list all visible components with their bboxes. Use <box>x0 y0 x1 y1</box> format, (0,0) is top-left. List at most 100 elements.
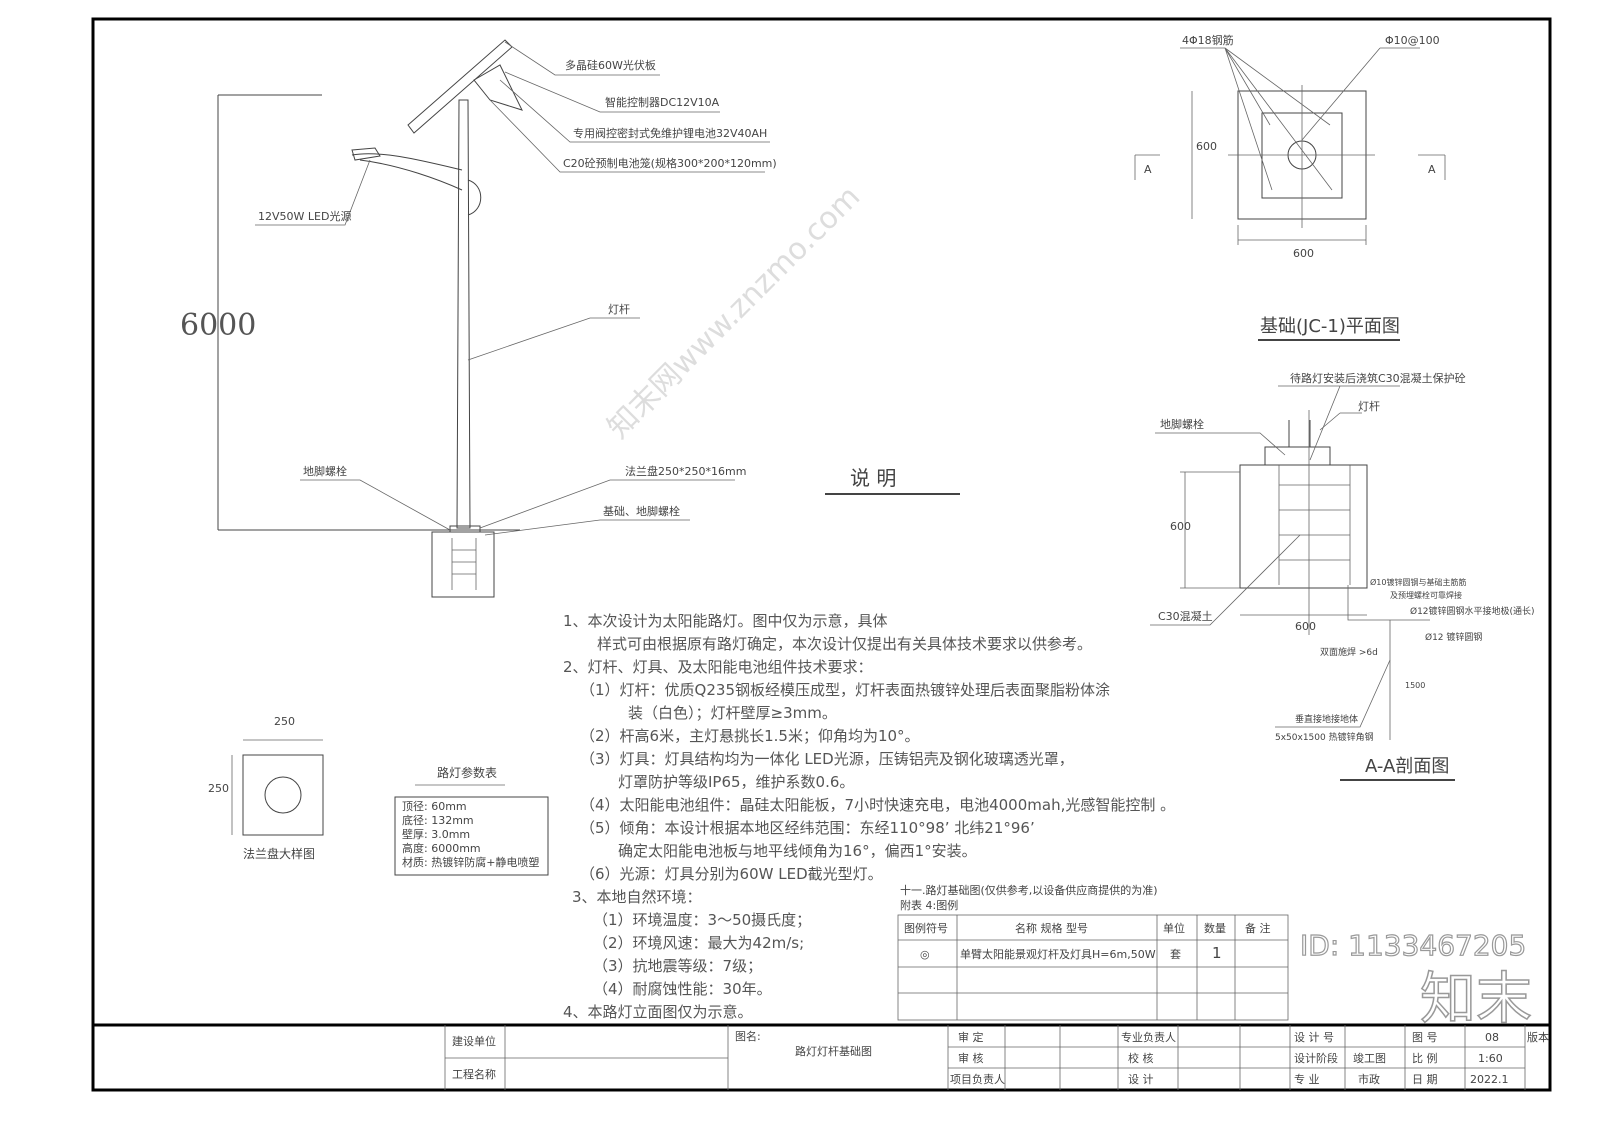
note-line: （5）倾角：本设计根据本地区经纬范围：东经110°98’ 北纬21°96’ <box>580 819 1035 837</box>
label-electrode: 垂直接地接地体 <box>1295 713 1358 725</box>
label-protect: 待路灯安装后浇筑C30混凝土保护砼 <box>1290 371 1466 385</box>
date-label: 日 期 <box>1412 1073 1438 1086</box>
note-line: 灯罩防护等级IP65，维护系数0.6。 <box>618 773 854 791</box>
discipline-lead-label: 专业负责人 <box>1121 1030 1176 1044</box>
param-row: 顶径: 60mm <box>402 800 467 813</box>
flange-title: 法兰盘大样图 <box>243 846 315 861</box>
plan-dim-side: 600 <box>1196 140 1217 153</box>
watermark-id: ID: 1133467205 <box>1300 929 1526 962</box>
note-line: （4）耐腐蚀性能：30年。 <box>593 980 772 998</box>
label-battery: 专用阀控密封式免维护锂电池32V40AH <box>573 126 767 140</box>
param-row: 高度: 6000mm <box>402 841 481 855</box>
param-row: 材质: 热镀锌防腐+静电喷塑 <box>402 855 539 869</box>
date-value: 2022.1 <box>1470 1073 1509 1086</box>
legend-cell: ◎ <box>920 948 930 961</box>
label-weld: 双面施焊 >6d <box>1320 646 1378 658</box>
legend-header: 数量 <box>1204 922 1226 935</box>
legend-cell: 单臂太阳能景观灯杆及灯具H=6m,50W <box>960 947 1156 961</box>
design-stage-label: 设计阶段 <box>1294 1051 1338 1065</box>
label-pole: 灯杆 <box>608 302 630 316</box>
title-block: 建设单位 工程名称 图名: 路灯灯杆基础图 审 定 审 核 项目负责人 专业负责… <box>93 1023 1550 1090</box>
note-line: 2、灯杆、灯具、及太阳能电池组件技术要求： <box>563 658 873 676</box>
label-section-pole: 灯杆 <box>1358 399 1380 413</box>
flange-dim-top: 250 <box>274 715 295 728</box>
legend-caption: 十一.路灯基础图(仅供参考,以设备供应商提供的为准) <box>900 883 1158 897</box>
label-led: 12V50W LED光源 <box>258 209 351 223</box>
watermark: 知末网www.znzmo.com ID: 1133467205 知末 <box>601 179 1533 1032</box>
note-line: 1、本次设计为太阳能路灯。图中仅为示意，具体 <box>563 612 888 630</box>
legend-cell: 套 <box>1170 948 1181 961</box>
note-line: 3、本地自然环境： <box>572 888 702 906</box>
review-label: 审 核 <box>958 1051 984 1065</box>
label-ground-h: Ø12镀锌圆钢水平接地极(通长) <box>1410 605 1535 617</box>
section-dim-height: 600 <box>1170 520 1191 533</box>
label-concrete: C30混凝土 <box>1158 609 1213 623</box>
params-table: 路灯参数表 顶径: 60mm 底径: 132mm 壁厚: 3.0mm 高度: 6… <box>394 765 549 876</box>
note-line: （1）环境温度：3～50摄氏度； <box>593 911 811 929</box>
section-mark-left: A <box>1144 163 1152 176</box>
version-label: 版本 <box>1527 1030 1549 1044</box>
discipline-label: 专 业 <box>1294 1072 1320 1086</box>
section-dim-width: 600 <box>1295 620 1316 633</box>
note-line: 样式可由根据原有路灯确定，本次设计仅提出有关具体技术要求以供参考。 <box>597 635 1092 653</box>
section-title: A-A剖面图 <box>1365 756 1449 777</box>
watermark-text: 知末网www.znzmo.com <box>601 179 867 445</box>
note-line: （3）灯具：灯具结构均为一体化 LED光源，压铸铝壳及钢化玻璃透光罩， <box>580 750 1074 768</box>
legend-header: 备 注 <box>1245 921 1271 935</box>
scale-label: 比 例 <box>1412 1051 1438 1065</box>
scale-value: 1:60 <box>1478 1052 1503 1065</box>
note-line: （2）杆高6米，主灯悬挑长1.5米；仰角均为10°。 <box>580 727 920 745</box>
design-notes: 说 明 1、本次设计为太阳能路灯。图中仅为示意，具体 样式可由根据原有路灯确定，… <box>563 466 1175 1021</box>
note-line: 装（白色）；灯杆壁厚≥3mm。 <box>628 704 837 722</box>
label-stirrup: Φ10@100 <box>1385 34 1440 47</box>
legend-header: 名称 规格 型号 <box>1015 921 1088 935</box>
project-label: 工程名称 <box>452 1067 496 1081</box>
flange-dim-side: 250 <box>208 782 229 795</box>
watermark-logo: 知末 <box>1420 967 1532 1032</box>
params-title: 路灯参数表 <box>437 765 497 780</box>
flange-detail: 250 250 法兰盘大样图 <box>208 715 324 861</box>
label-battery-box: C20砼预制电池笼(规格300*200*120mm) <box>563 156 777 170</box>
note-line: （6）光源：灯具分别为60W LED截光型灯。 <box>580 865 883 883</box>
note-line: （1）灯杆：优质Q235钢板经模压成型，灯杆表面热镀锌处理后表面聚脂粉体涂 <box>580 681 1110 699</box>
section-mark-right: A <box>1428 163 1436 176</box>
design-no-label: 设 计 号 <box>1294 1031 1334 1044</box>
label-controller: 智能控制器DC12V10A <box>605 95 720 109</box>
label-ground-v: Ø12 镀锌圆钢 <box>1425 631 1482 643</box>
drawing-frame <box>91 17 1552 1092</box>
note-line: （2）环境风速：最大为42m/s; <box>593 934 804 952</box>
notes-heading: 说 明 <box>850 466 896 490</box>
label-rebar-note2: 及预埋螺栓可靠焊接 <box>1390 590 1462 600</box>
label-section-bolt: 地脚螺栓 <box>1160 417 1204 431</box>
drawing-name: 路灯灯杆基础图 <box>795 1044 872 1058</box>
legend-subcaption: 附表 4:图例 <box>900 898 958 912</box>
legend-header: 图例符号 <box>904 921 948 935</box>
drawing-no-label: 图 号 <box>1412 1031 1438 1044</box>
approve-label: 审 定 <box>958 1030 984 1044</box>
note-line: （3）抗地震等级：7级； <box>593 957 762 975</box>
check-label: 校 核 <box>1128 1051 1154 1065</box>
design-label: 设 计 <box>1128 1073 1154 1086</box>
label-rebar-note1: Ø10镀锌圆钢与基础主筋筋 <box>1370 577 1466 587</box>
foundation-section: 600 600 待路灯安装后浇筑C30混凝土保护砼 灯杆 地脚螺栓 C30混凝土… <box>1150 371 1535 781</box>
client-label: 建设单位 <box>452 1034 496 1048</box>
param-row: 底径: 132mm <box>402 813 474 827</box>
note-line: 4、本路灯立面图仅为示意。 <box>563 1003 753 1021</box>
note-line: 确定太阳能电池板与地平线倾角为16°，偏西1°安装。 <box>618 842 977 860</box>
streetlight-elevation: 6000 多晶硅60W光伏板 智能控制器DC12V10A 专用阀控密封式免维护锂… <box>180 39 777 598</box>
plan-dim-bottom: 600 <box>1293 247 1314 260</box>
height-dimension: 6000 <box>180 308 256 343</box>
legend-header: 单位 <box>1163 921 1185 935</box>
foundation-plan: 4Φ18钢筋 Φ10@100 600 600 A A 基础(JC-1)平面图 <box>1134 33 1446 341</box>
stage-value: 竣工图 <box>1353 1051 1386 1065</box>
drawing-no-value: 08 <box>1485 1031 1499 1044</box>
label-flange: 法兰盘250*250*16mm <box>625 464 746 478</box>
project-lead-label: 项目负责人 <box>950 1072 1005 1086</box>
label-electrode-dim: 1500 <box>1405 681 1425 690</box>
label-panel: 多晶硅60W光伏板 <box>565 58 656 72</box>
drawing-name-label: 图名: <box>735 1029 761 1043</box>
param-row: 壁厚: 3.0mm <box>402 827 470 841</box>
label-foundation: 基础、地脚螺栓 <box>603 504 680 518</box>
legend-table: 十一.路灯基础图(仅供参考,以设备供应商提供的为准) 附表 4:图例 图例符号 … <box>897 883 1289 1021</box>
